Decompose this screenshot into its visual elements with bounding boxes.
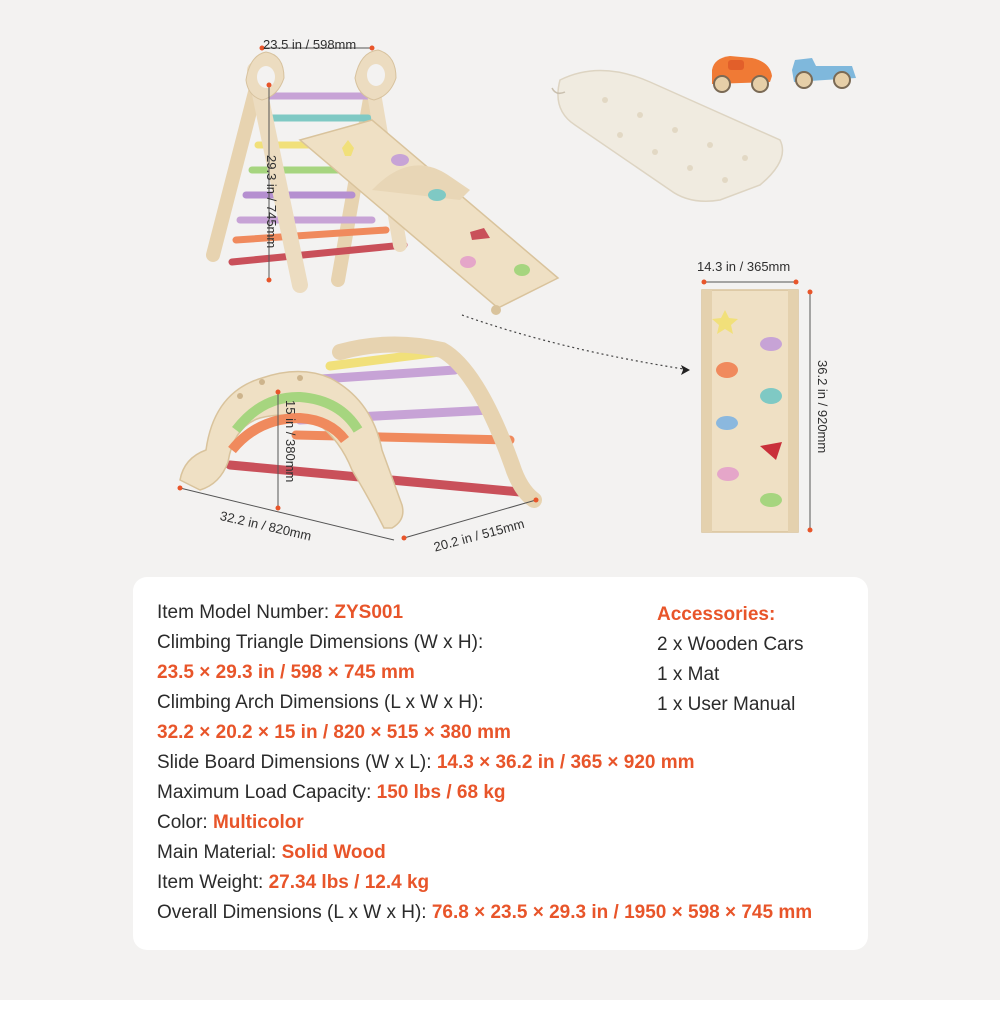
wooden-car-orange-image: [712, 56, 772, 93]
spec-triangle-value: 23.5 × 29.3 in / 598 × 745 mm: [157, 662, 415, 683]
spec-color: Color: Multicolor: [157, 811, 304, 835]
accessories-title: Accessories:: [657, 604, 776, 625]
slide-board-image: [701, 279, 813, 533]
connector-arrow: [461, 314, 691, 371]
arch-height-label: 15 in / 380mm: [283, 400, 298, 483]
spec-material: Main Material: Solid Wood: [157, 841, 386, 865]
spec-color-label: Color:: [157, 812, 213, 833]
spec-slide: Slide Board Dimensions (W x L): 14.3 × 3…: [157, 751, 695, 775]
spec-load-label: Maximum Load Capacity:: [157, 782, 377, 803]
spec-model-label: Item Model Number:: [157, 602, 335, 623]
spec-overall: Overall Dimensions (L x W x H): 76.8 × 2…: [157, 901, 812, 925]
spec-load-value: 150 lbs / 68 kg: [376, 782, 506, 803]
spec-weight-value: 27.34 lbs / 12.4 kg: [268, 872, 430, 893]
spec-arch-value: 32.2 × 20.2 × 15 in / 820 × 515 × 380 mm: [157, 722, 511, 743]
wooden-car-blue-image: [792, 58, 856, 89]
spec-weight: Item Weight: 27.34 lbs / 12.4 kg: [157, 871, 429, 895]
spec-material-label: Main Material:: [157, 842, 282, 863]
mat-image: [551, 69, 784, 202]
accessory-item: 2 x Wooden Cars: [657, 634, 804, 655]
spec-slide-value: 14.3 × 36.2 in / 365 × 920 mm: [436, 752, 695, 773]
climbing-arch-image: [177, 336, 542, 541]
spec-triangle-label: Climbing Triangle Dimensions (W x H):: [157, 632, 484, 653]
spec-arch-label: Climbing Arch Dimensions (L x W x H):: [157, 692, 484, 713]
accessory-item: 1 x User Manual: [657, 694, 796, 715]
spec-model-value: ZYS001: [334, 602, 404, 623]
spec-color-value: Multicolor: [212, 812, 304, 833]
triangle-height-label: 29.3 in / 745mm: [264, 155, 279, 249]
spec-weight-label: Item Weight:: [157, 872, 269, 893]
board-length-label: 36.2 in / 920mm: [815, 360, 830, 454]
spec-load: Maximum Load Capacity: 150 lbs / 68 kg: [157, 781, 506, 805]
spec-overall-label: Overall Dimensions (L x W x H):: [157, 902, 432, 923]
spec-slide-label: Slide Board Dimensions (W x L):: [157, 752, 437, 773]
spec-model: Item Model Number: ZYS001: [157, 601, 403, 625]
accessory-item: 1 x Mat: [657, 664, 720, 685]
board-width-label: 14.3 in / 365mm: [697, 259, 791, 274]
spec-material-value: Solid Wood: [281, 842, 386, 863]
spec-overall-value: 76.8 × 23.5 × 29.3 in / 1950 × 598 × 745…: [431, 902, 813, 923]
product-illustrations: [177, 45, 856, 541]
spec-card: Item Model Number: ZYS001 Climbing Trian…: [133, 577, 868, 950]
climbing-triangle-image: [206, 45, 560, 315]
triangle-width-label: 23.5 in / 598mm: [263, 37, 357, 52]
